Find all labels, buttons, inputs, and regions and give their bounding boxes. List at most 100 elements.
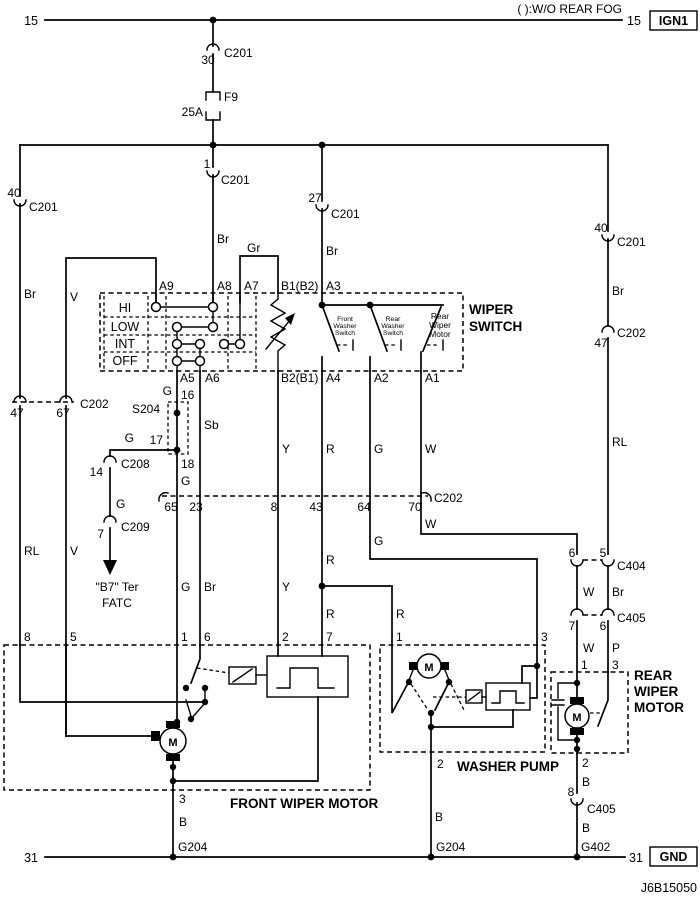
rear-wiper-motor-switch: Rear Wiper Motor — [421, 305, 451, 353]
pin-label: 8 — [24, 630, 31, 644]
rear-wiper-motor-box — [550, 671, 629, 754]
motor-letter: M — [572, 712, 581, 724]
wire-color-label: RL — [612, 435, 628, 449]
rear-wiper-motor-title: MOTOR — [634, 700, 684, 715]
washer-pump: 1 3 M WASHER PUMP 2 B — [379, 630, 559, 858]
front-motor-icon: M — [159, 721, 187, 761]
c404-c405-wires: W Br — [576, 565, 624, 610]
splice-pin: 17 — [150, 433, 164, 447]
connector-pin: 6 — [569, 546, 576, 560]
wire-color-label: R — [326, 607, 335, 621]
connector-pin: 8 — [568, 785, 575, 799]
switch-label: Washer — [381, 323, 405, 330]
a8-branch: 1 C201 Br — [204, 144, 250, 303]
pin-label: 1 — [581, 658, 588, 672]
wire-color-label: B — [435, 810, 443, 824]
pump-pulse-board-icon — [485, 682, 531, 711]
terminal-label: A7 — [244, 279, 259, 293]
power-rail-left-pin: 15 — [24, 14, 38, 28]
switch-label: Rear — [431, 311, 449, 321]
connector-c404: 6 5 C404 — [569, 546, 646, 573]
switch-position-low: LOW — [111, 320, 140, 334]
ground-label: G204 — [436, 840, 466, 854]
rear-wiper-motor: M REAR WIPER MOTOR 2 B 8 C405 B G402 — [550, 668, 684, 858]
switch-output-wires: Y R G W G Br Y R R R G W — [176, 370, 578, 646]
wire-color-label: P — [612, 641, 620, 655]
wire-color-label: G — [163, 384, 172, 398]
wire-color-label: Y — [282, 442, 290, 456]
wire-color-label: Y — [282, 580, 290, 594]
connector-pin: 70 — [408, 500, 422, 514]
wire-color-label: B — [582, 775, 590, 789]
connector-c202-left: 47 67 C202 — [10, 395, 109, 420]
connector-name: C201 — [331, 207, 360, 221]
fuse-name: F9 — [224, 90, 238, 104]
gnd-tag: GND — [660, 850, 688, 864]
wire-color-label: Gr — [247, 241, 260, 255]
pin-label: 3 — [179, 792, 186, 806]
terminal-label: A3 — [326, 279, 341, 293]
wire-color-label: R — [326, 442, 335, 456]
rear-wiper-motor-title: WIPER — [634, 684, 679, 699]
fuse-feed: 30 C201 F9 25A — [182, 19, 253, 146]
front-wiper-motor-box — [3, 644, 371, 791]
fuse-icon — [205, 111, 221, 121]
terminal-label: A8 — [217, 279, 232, 293]
front-washer-switch: Front Washer Switch — [320, 303, 357, 353]
intermittent-resistor-icon — [265, 292, 295, 372]
wire-color-label: Sb — [204, 418, 219, 432]
connector-c202-47-right-icon — [601, 325, 615, 333]
s204-splice: S204 G 16 17 G 18 G Sb 14 C208 G 7 C209 … — [90, 384, 219, 610]
wire-color-label: G — [181, 474, 190, 488]
wire-color-label: R — [396, 607, 405, 621]
wire-color-label: B — [179, 815, 187, 829]
connector-pin: 27 — [308, 191, 322, 205]
pin-label: 2 — [437, 757, 444, 771]
connector-pin: 47 — [10, 406, 24, 420]
connector-pin: 65 — [164, 500, 178, 514]
pin-label: 1 — [181, 630, 188, 644]
switch-position-off: OFF — [113, 354, 138, 368]
connector-name: C405 — [617, 611, 646, 625]
terminal-label: A5 — [180, 371, 195, 385]
left-branch: 40 C201 Br RL — [7, 144, 58, 646]
power-rail-right-pin: 15 — [627, 14, 641, 28]
switch-position-int: INT — [115, 337, 136, 351]
ground-label: G204 — [178, 840, 208, 854]
pulse-board-icon — [266, 655, 349, 698]
terminal-label: A9 — [159, 279, 174, 293]
switch-label: Wiper — [429, 320, 451, 330]
gr-loop: Gr — [239, 241, 279, 303]
right-branch: 40 C201 Br 47 C202 RL — [594, 144, 646, 555]
switch-label: Switch — [335, 330, 355, 337]
wire-color-label: G — [125, 431, 134, 445]
connector-pin: 5 — [600, 546, 607, 560]
connector-name: C202 — [80, 397, 109, 411]
wire-color-label: G — [374, 442, 383, 456]
wire-color-label: R — [326, 553, 335, 567]
switch-position-hi: HI — [119, 301, 132, 315]
wire-color-label: V — [70, 544, 78, 558]
wire-color-label: Br — [24, 287, 36, 301]
connector-pin: 43 — [309, 500, 323, 514]
connector-name: C201 — [29, 200, 58, 214]
ground-rail-right-pin: 31 — [629, 851, 643, 865]
switch-label: Washer — [333, 323, 357, 330]
connector-c201-30-icon — [206, 43, 220, 51]
pump-relay-icon — [465, 689, 487, 704]
connector-name: C405 — [587, 802, 616, 816]
ground-rail-left-pin: 31 — [24, 851, 38, 865]
wire-color-label: Br — [612, 284, 624, 298]
fuse-icon — [205, 91, 221, 101]
wire-color-label: W — [425, 517, 437, 531]
a3-branch: 27 C201 Br — [308, 144, 360, 306]
front-wiper-motor-title: FRONT WIPER MOTOR — [230, 796, 378, 811]
gnd-tag-box — [649, 846, 698, 867]
terminal-label: A2 — [374, 371, 389, 385]
connector-name: C404 — [617, 559, 646, 573]
connector-c209-icon — [103, 515, 117, 523]
terminal-label: A1 — [425, 371, 440, 385]
connector-c208-icon — [103, 455, 117, 463]
